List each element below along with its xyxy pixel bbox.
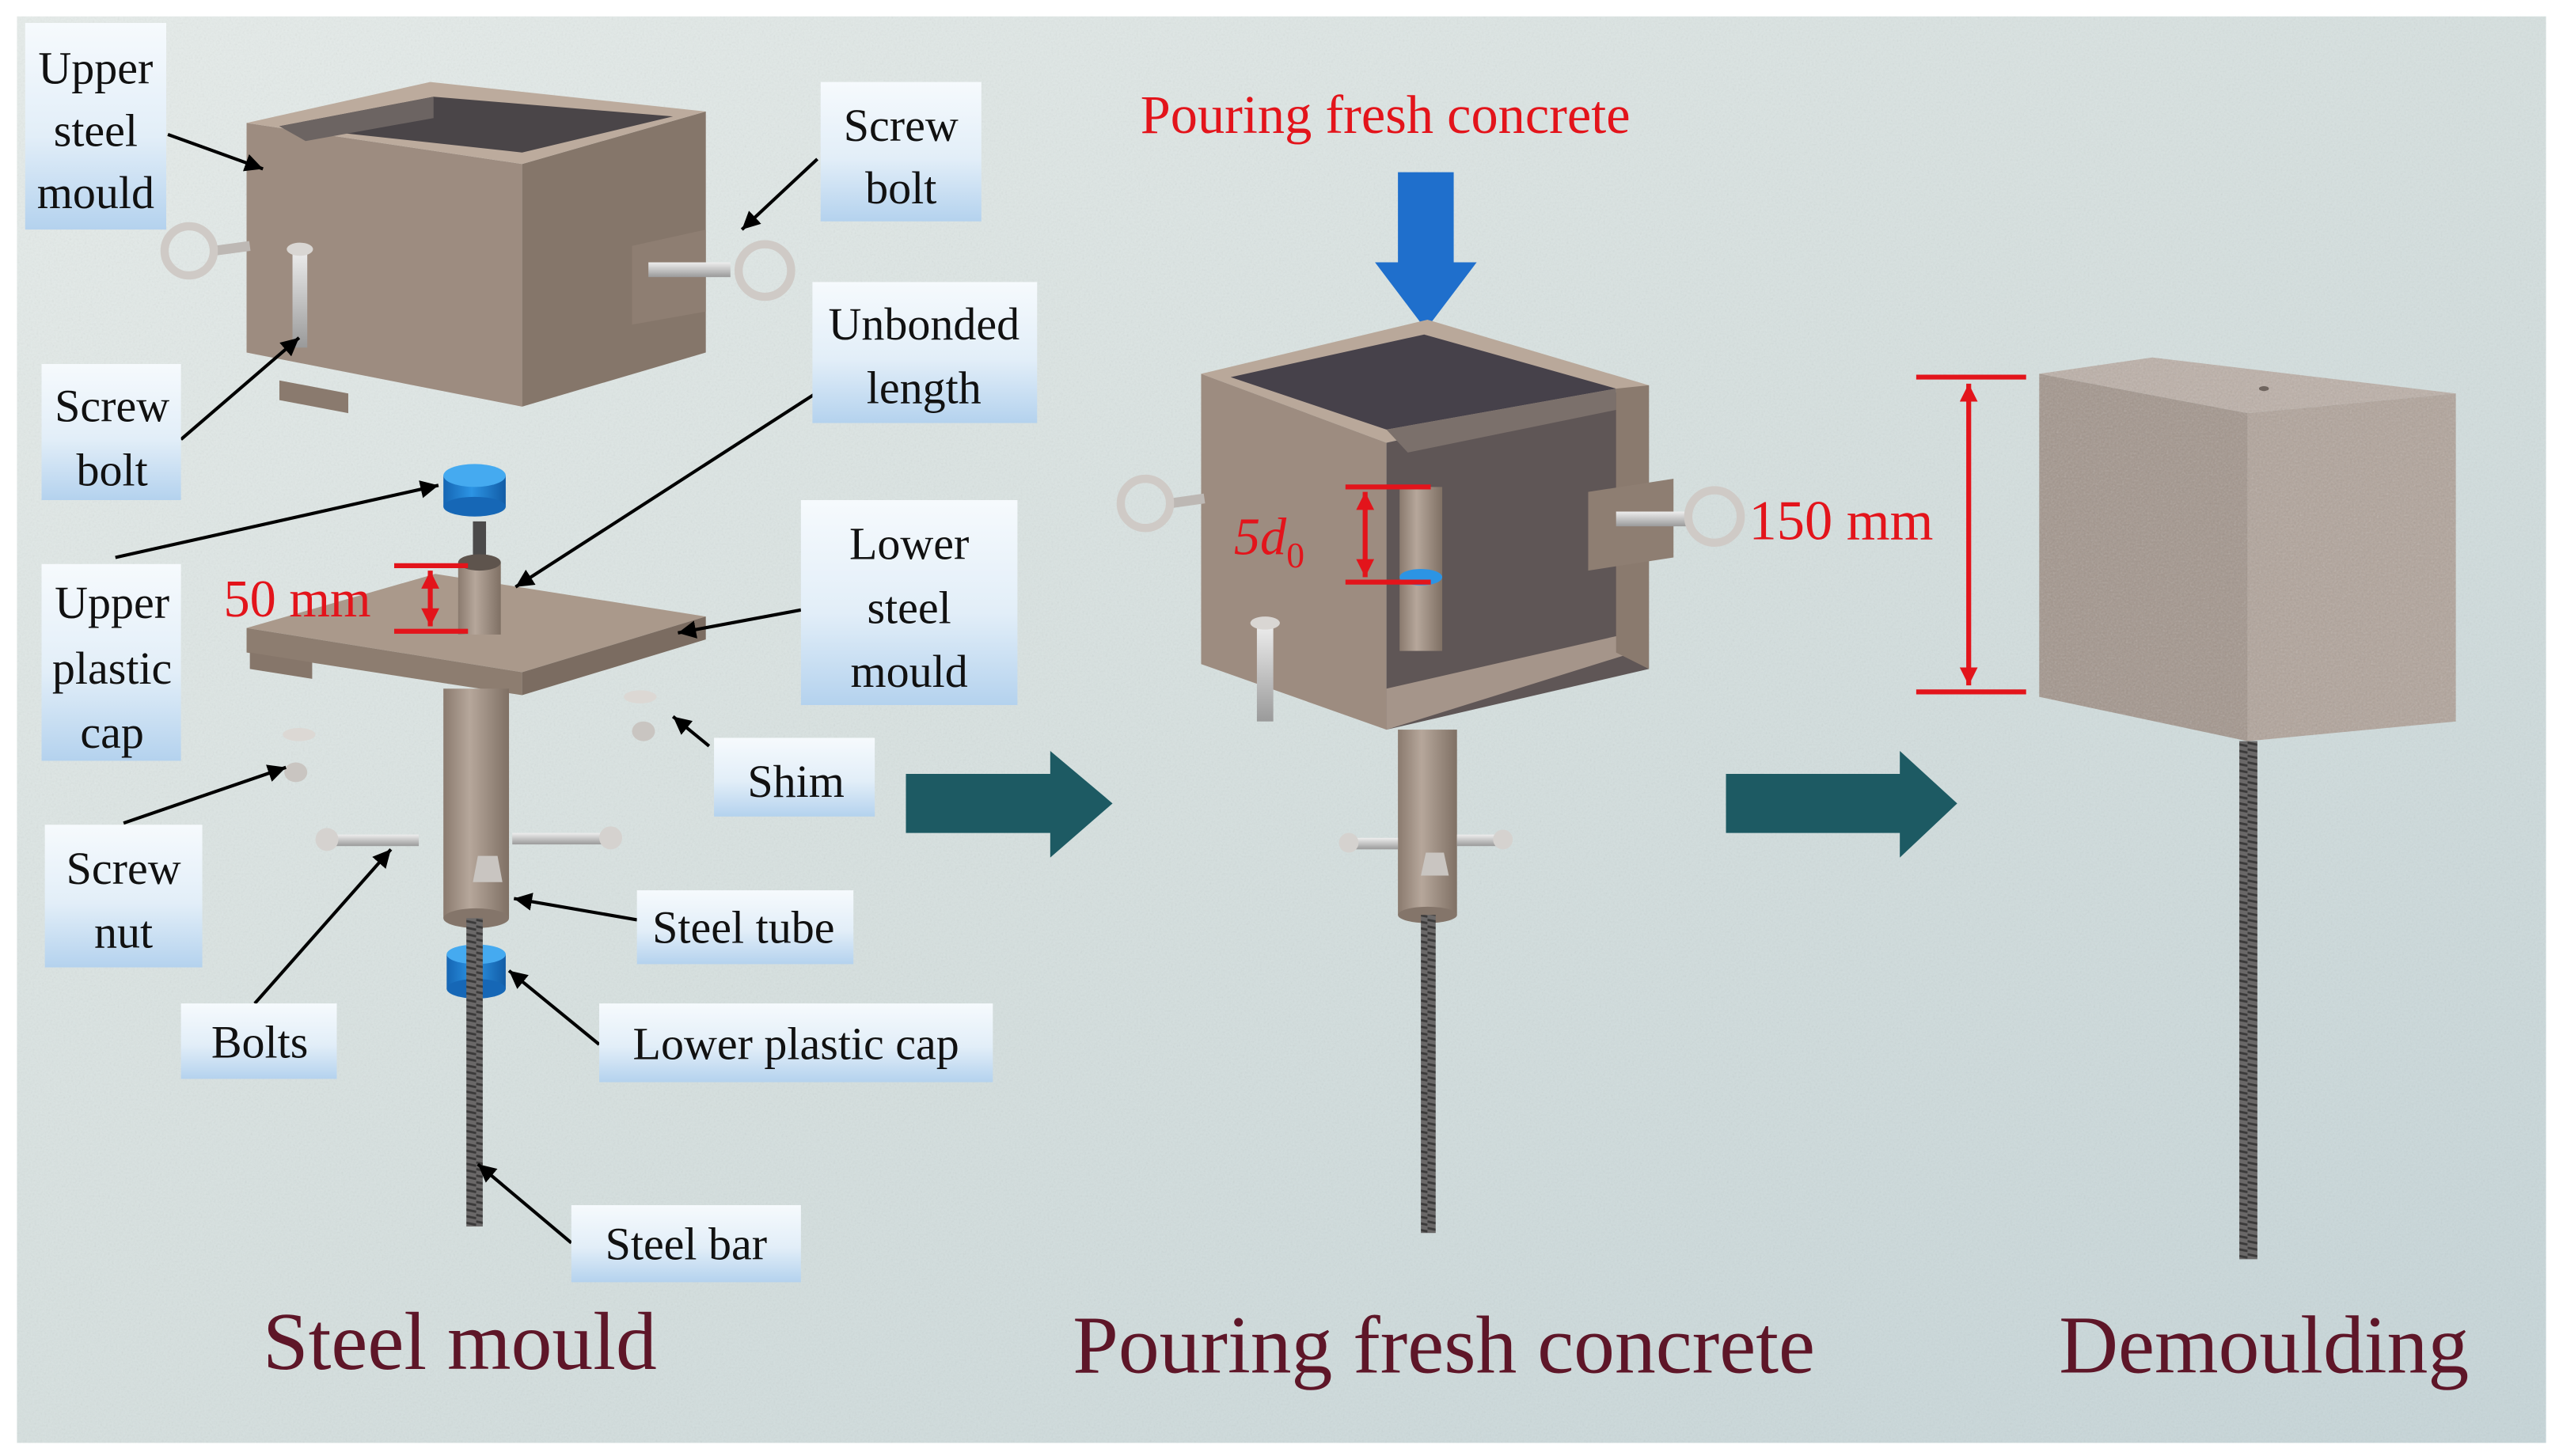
steel-bar-model [466,918,483,1227]
leader-lines [115,132,822,1245]
label-line: bolt [76,444,147,495]
screw-bolt-vertical [287,242,313,348]
eye-bolt-left [160,222,251,280]
eye-bolt-left-2 [1116,474,1206,533]
label-steel-tube: Steel tube [636,890,854,965]
label-line: steel [867,582,951,633]
label-unbonded-length: Unbonded length [812,282,1038,423]
label-line: Screw [55,381,169,432]
label-line: Steel bar [606,1218,768,1269]
label-steel-bar: Steel bar [571,1204,801,1283]
pour-arrow [1375,172,1477,330]
embedment-length-dimension: 5d0 [1234,484,1431,585]
label-line: mould [851,646,968,697]
label-line: Upper [38,43,153,94]
shims-and-nuts [283,690,657,783]
label-lower-plastic-cap: Lower plastic cap [599,1003,993,1083]
lower-steel-mould-model [246,554,706,696]
process-arrow-1 [906,751,1113,858]
label-line: Unbonded [828,298,1020,350]
label-line: plastic [52,643,172,694]
upper-steel-mould-model [246,82,706,414]
label-line: Screw [66,843,181,894]
steel-bar-model-3 [2239,741,2257,1260]
embed-subscript: 0 [1286,535,1304,575]
process-arrow-2 [1726,751,1957,858]
label-line: Bolts [211,1016,309,1067]
label-lower-steel-mould: Lower steel mould [800,499,1018,705]
label-screw-nut: Screw nut [44,825,203,968]
unbonded-length-value: 50 mm [224,571,371,628]
label-line: Screw [844,100,959,151]
caption-demoulding: Demoulding [2059,1300,2469,1390]
label-screw-bolt-left: Screw bolt [41,364,181,500]
eye-bolt-right-2 [1616,486,1745,548]
label-line: Steel tube [652,901,834,953]
label-line: nut [94,907,153,958]
assembled-mould-model [1201,320,1674,730]
label-screw-bolt-right: Screw bolt [820,82,982,222]
label-line: Lower [849,518,969,570]
caption-steel-mould: Steel mould [263,1297,657,1387]
bolts-model [315,826,623,882]
label-line: length [867,362,982,414]
label-line: Lower plastic cap [633,1018,959,1070]
label-line: Upper [55,577,169,628]
label-shim: Shim [714,737,875,817]
screw-bolt-vertical-2 [1250,616,1280,722]
label-upper-steel-mould: Upper steel mould [25,23,166,230]
pour-label: Pouring fresh concrete [1141,85,1631,145]
embedment-length-value: 5d0 [1234,508,1304,575]
cube-side-dimension: 150 mm [1749,374,2026,695]
label-line: steel [54,104,138,156]
embed-symbol: d [1260,508,1287,566]
caption-pouring: Pouring fresh concrete [1073,1300,1815,1390]
label-line: mould [37,167,154,218]
label-bolts: Bolts [180,1003,337,1079]
bolts-model-2 [1338,829,1513,876]
steel-tube-model-2 [1398,730,1457,923]
label-upper-plastic-cap: Upper plastic cap [41,563,181,761]
embed-coef: 5 [1234,508,1260,566]
concrete-cube-model [2039,357,2456,741]
cube-side-value: 150 mm [1749,491,1934,552]
label-line: Shim [747,756,845,807]
steel-bar-model-2 [1421,915,1436,1234]
eye-bolt-right [648,240,795,301]
label-line: bolt [865,162,936,214]
steel-tube-model [443,688,510,928]
upper-plastic-cap-model [443,464,506,517]
unbonded-length-dimension: 50 mm [224,563,469,634]
label-line: cap [80,707,144,758]
